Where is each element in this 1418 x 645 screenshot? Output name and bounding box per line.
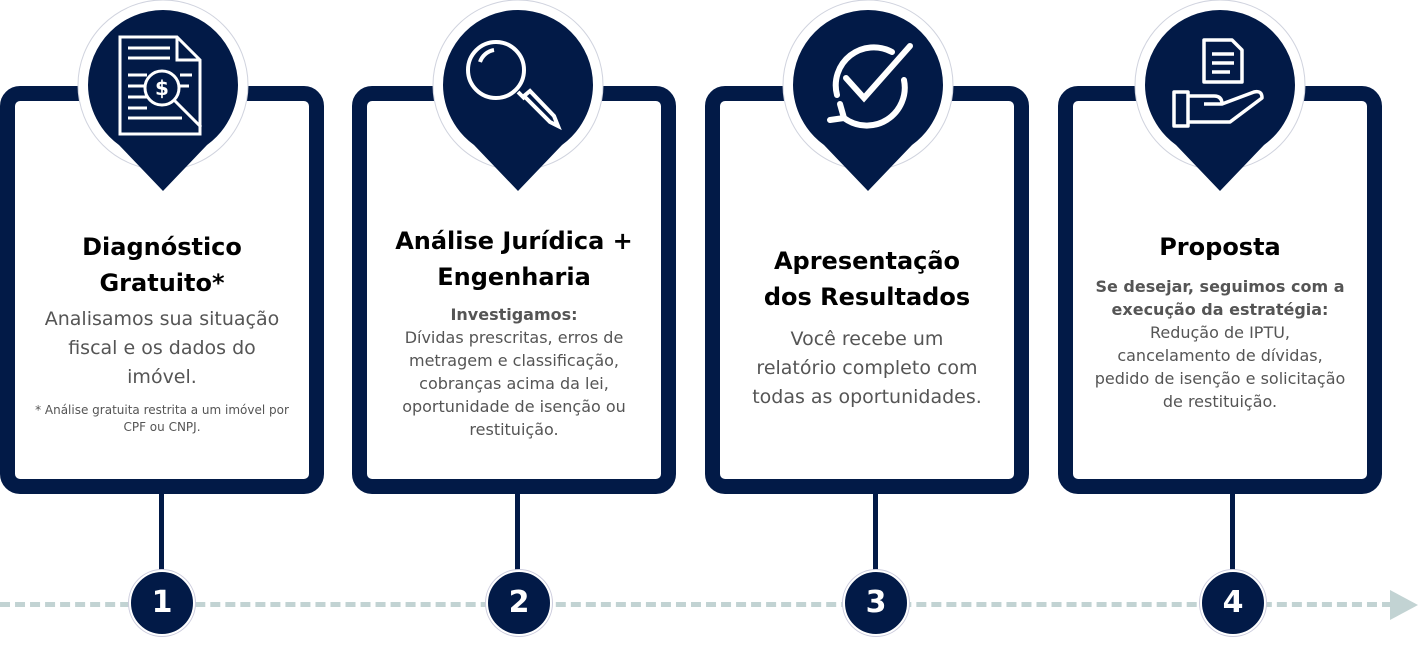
connector-line — [159, 493, 164, 573]
step-card-2: Análise Jurídica + Engenharia Investigam… — [352, 86, 676, 494]
step-lead: Se desejar, seguimos com a execução da e… — [1095, 277, 1345, 319]
step-body: Investigamos: Dívidas prescritas, erros … — [375, 303, 653, 441]
step-title: Apresentação dos Resultados — [763, 247, 971, 311]
document-dollar-search-icon — [118, 35, 203, 136]
step-number-3: 3 — [843, 570, 909, 636]
step-body: Você recebe um relatório completo com to… — [752, 328, 982, 408]
pin-step-3 — [782, 0, 954, 191]
connector-line — [515, 493, 520, 573]
step-body-text: Dívidas prescritas, erros de metragem e … — [402, 328, 626, 439]
step-number-1: 1 — [129, 570, 195, 636]
hand-document-icon — [1172, 38, 1264, 128]
check-cycle-icon — [827, 43, 913, 129]
pin-step-2 — [432, 0, 604, 191]
step-number-4: 4 — [1200, 570, 1266, 636]
step-title: Proposta — [1159, 233, 1281, 261]
step-body: Analisamos sua situação fiscal e os dado… — [44, 308, 280, 388]
svg-text:$: $ — [155, 76, 169, 100]
step-note: * Análise gratuita restrita a um imóvel … — [35, 403, 289, 434]
connector-line — [1230, 493, 1235, 573]
timeline-dashed-line — [0, 602, 1392, 607]
timeline-arrow-icon — [1390, 590, 1418, 620]
connector-line — [873, 493, 878, 573]
step-title: Análise Jurídica + Engenharia — [395, 227, 633, 291]
pin-step-4 — [1134, 0, 1306, 191]
step-body: Se desejar, seguimos com a execução da e… — [1081, 275, 1359, 413]
step-number-2: 2 — [486, 570, 552, 636]
step-lead: Investigamos: — [450, 305, 578, 324]
step-body-text: Redução de IPTU, cancelamento de dívidas… — [1094, 323, 1346, 411]
step-title: Diagnóstico Gratuito* — [82, 233, 242, 297]
pin-step-1: $ — [77, 0, 249, 191]
magnifying-glass-icon — [466, 40, 562, 131]
